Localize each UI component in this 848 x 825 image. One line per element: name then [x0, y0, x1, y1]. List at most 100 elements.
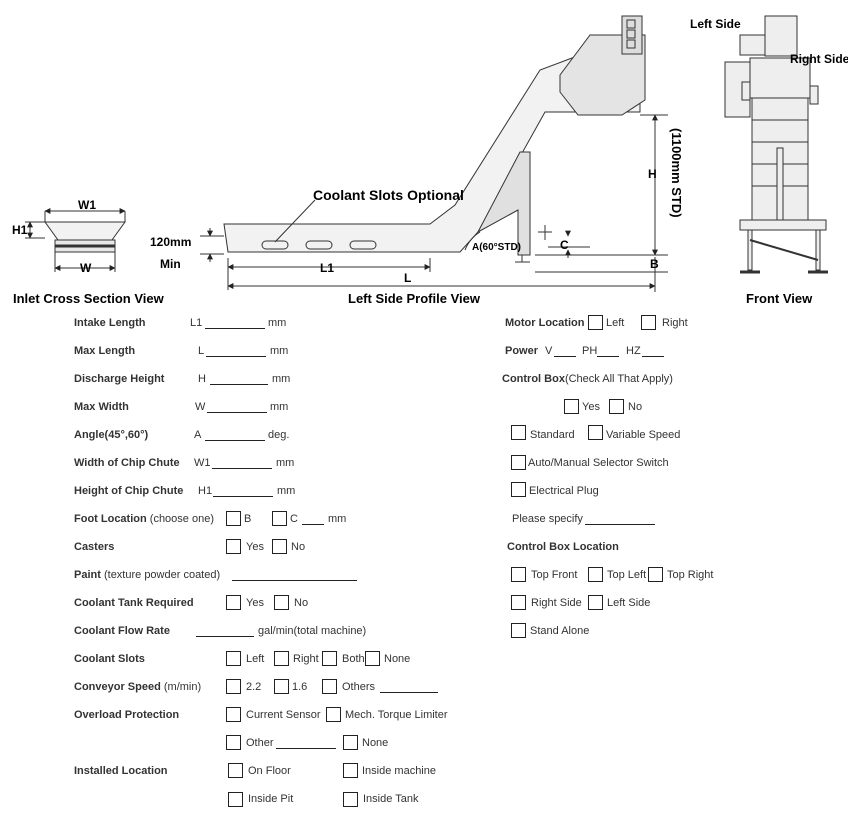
angle-label: Angle(45°,60°) — [74, 429, 149, 441]
variable-speed-checkbox[interactable] — [588, 425, 603, 440]
selector-switch-checkbox[interactable] — [511, 455, 526, 470]
chute-width-label: Width of Chip Chute — [74, 457, 180, 469]
max-length-label: Max Length — [74, 345, 136, 357]
control-box-no-checkbox[interactable] — [609, 399, 624, 414]
installed-tank-checkbox[interactable] — [343, 792, 358, 807]
overload-other-input[interactable] — [276, 748, 336, 749]
left-side-label: Left Side — [690, 17, 741, 31]
overload-label: Overload Protection — [74, 709, 180, 721]
front-view-title: Front View — [746, 291, 813, 306]
slots-right-checkbox[interactable] — [274, 651, 289, 666]
coolant-tank-yes-checkbox[interactable] — [226, 595, 241, 610]
max-length-input[interactable] — [206, 356, 266, 357]
inlet-view-title: Inlet Cross Section View — [13, 291, 165, 306]
min-label: Min — [160, 257, 181, 271]
slots-none-checkbox[interactable] — [365, 651, 380, 666]
angle-code: A — [194, 429, 202, 441]
l1-label: L1 — [320, 261, 334, 275]
slots-left-label: Left — [246, 653, 265, 665]
intake-length-unit: mm — [268, 317, 287, 329]
right-side-label: Right Side — [790, 52, 848, 66]
power-hz-input[interactable] — [642, 356, 664, 357]
foot-location-label: Foot Location — [74, 513, 147, 525]
overload-mech-checkbox[interactable] — [326, 707, 341, 722]
side-profile — [200, 15, 668, 292]
top-right-checkbox[interactable] — [648, 567, 663, 582]
coolant-flow-input[interactable] — [196, 636, 254, 637]
slots-both-label: Both — [342, 653, 365, 665]
speed-others-checkbox[interactable] — [322, 679, 337, 694]
power-v-input[interactable] — [554, 356, 576, 357]
chute-height-unit: mm — [277, 485, 296, 497]
discharge-head — [559, 34, 646, 116]
speed-1-6-label: 1.6 — [292, 681, 308, 693]
motor-right-checkbox[interactable] — [641, 315, 656, 330]
discharge-height-input[interactable] — [210, 384, 268, 385]
intake-height-label: 120mm — [150, 235, 191, 249]
discharge-height-label: Discharge Height — [74, 373, 165, 385]
installed-pit-checkbox[interactable] — [228, 792, 243, 807]
overload-current-checkbox[interactable] — [226, 707, 241, 722]
angle-input[interactable] — [205, 440, 265, 441]
variable-speed-label: Variable Speed — [606, 429, 681, 441]
paint-input[interactable] — [232, 580, 357, 581]
right-side-checkbox[interactable] — [511, 595, 526, 610]
b-label: B — [650, 257, 659, 271]
slots-none-label: None — [384, 653, 411, 665]
chute-width-unit: mm — [276, 457, 295, 469]
slots-both-checkbox[interactable] — [322, 651, 337, 666]
control-box-label: Control Box — [502, 373, 565, 385]
max-length-code: L — [198, 345, 205, 357]
conveyor-speed-label: Conveyor Speed — [74, 681, 161, 693]
speed-1-6-checkbox[interactable] — [274, 679, 289, 694]
electrical-plug-checkbox[interactable] — [511, 482, 526, 497]
stand-alone-label: Stand Alone — [530, 625, 590, 637]
right-side-label: Right Side — [531, 597, 582, 609]
coolant-tank-label: Coolant Tank Required — [74, 597, 194, 609]
chute-height-input[interactable] — [213, 496, 273, 497]
casters-no-checkbox[interactable] — [272, 539, 287, 554]
top-left-checkbox[interactable] — [588, 567, 603, 582]
installed-floor-checkbox[interactable] — [228, 763, 243, 778]
foot-c-checkbox[interactable] — [272, 511, 287, 526]
installed-machine-checkbox[interactable] — [343, 763, 358, 778]
coolant-flow-unit: gal/min(total machine) — [258, 625, 367, 637]
power-label: Power — [505, 345, 539, 357]
speed-2-2-checkbox[interactable] — [226, 679, 241, 694]
slots-left-checkbox[interactable] — [226, 651, 241, 666]
power-ph-input[interactable] — [597, 356, 619, 357]
slots-right-label: Right — [293, 653, 319, 665]
installed-floor-label: On Floor — [248, 765, 291, 777]
chute-width-input[interactable] — [212, 468, 272, 469]
specify-input[interactable] — [585, 524, 655, 525]
max-width-unit: mm — [270, 401, 289, 413]
angle-label: A(60°STD) — [472, 242, 521, 253]
std-label: (1100mm STD) — [669, 128, 684, 218]
casters-yes-checkbox[interactable] — [226, 539, 241, 554]
intake-length-input[interactable] — [205, 328, 265, 329]
motor-left-checkbox[interactable] — [588, 315, 603, 330]
foot-b-checkbox[interactable] — [226, 511, 241, 526]
coolant-tank-no-checkbox[interactable] — [274, 595, 289, 610]
power-ph-label: PH — [582, 345, 598, 357]
control-box-yes-checkbox[interactable] — [564, 399, 579, 414]
top-front-checkbox[interactable] — [511, 567, 526, 582]
left-side-form-label: Left Side — [607, 597, 651, 609]
h-label: H — [648, 167, 657, 181]
intake-length-code: L1 — [190, 317, 203, 329]
speed-others-input[interactable] — [380, 692, 438, 693]
inlet-h1-label: H1 — [12, 223, 28, 237]
standard-label: Standard — [530, 429, 575, 441]
overload-none-checkbox[interactable] — [343, 735, 358, 750]
conveyor-speed-note: (m/min) — [163, 681, 202, 693]
paint-note: (texture powder coated) — [103, 569, 221, 581]
standard-checkbox[interactable] — [511, 425, 526, 440]
left-side-checkbox[interactable] — [588, 595, 603, 610]
overload-other-checkbox[interactable] — [226, 735, 241, 750]
foot-c-input[interactable] — [302, 524, 324, 525]
coolant-slot — [349, 240, 377, 250]
foot-b-label: B — [244, 513, 252, 525]
stand-alone-checkbox[interactable] — [511, 623, 526, 638]
chute-width-code: W1 — [194, 457, 211, 469]
max-width-input[interactable] — [207, 412, 267, 413]
